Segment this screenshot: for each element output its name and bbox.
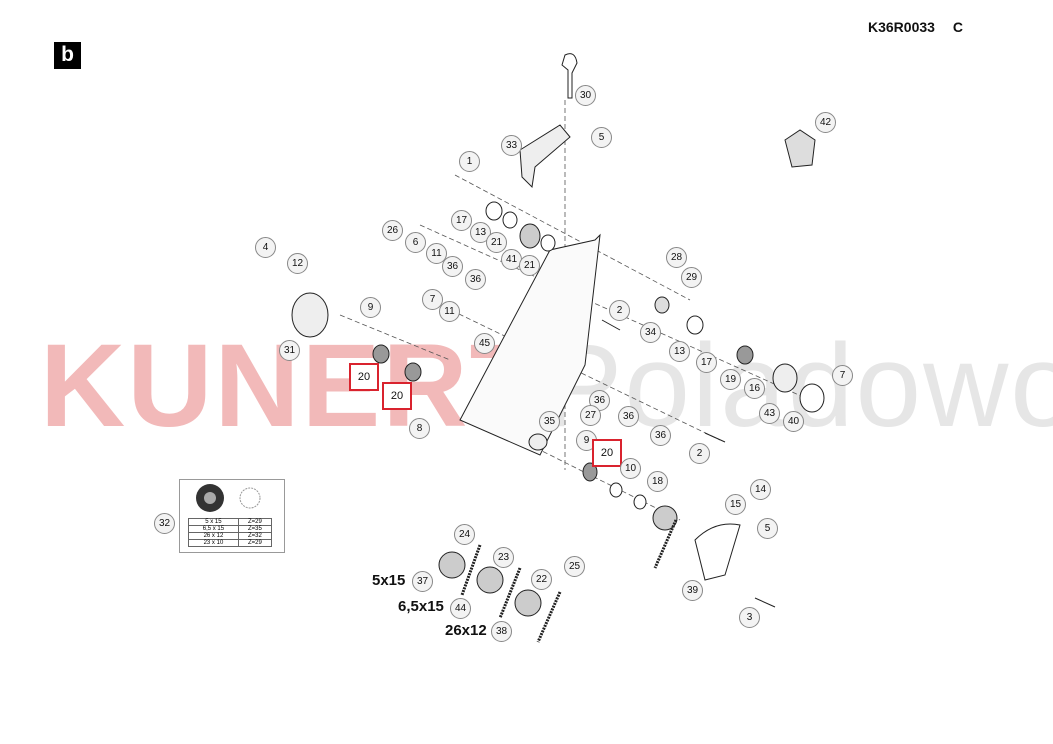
part-callout: 42 bbox=[815, 112, 836, 133]
part-callout: 36 bbox=[442, 256, 463, 277]
part-callout: 37 bbox=[412, 571, 433, 592]
part-callout: 7 bbox=[832, 365, 853, 386]
part-callout: 18 bbox=[647, 471, 668, 492]
part-callout: 22 bbox=[531, 569, 552, 590]
part-callout: 21 bbox=[486, 232, 507, 253]
part-callout: 7 bbox=[422, 289, 443, 310]
table-cell: Z=29 bbox=[237, 518, 273, 526]
highlighted-part-callout: 20 bbox=[349, 363, 379, 391]
part-callout: 32 bbox=[154, 513, 175, 534]
part-callout: 17 bbox=[451, 210, 472, 231]
part-callout: 34 bbox=[640, 322, 661, 343]
part-callout: 5 bbox=[757, 518, 778, 539]
part-callout: 11 bbox=[426, 243, 447, 264]
part-callout: 2 bbox=[689, 443, 710, 464]
part-callout: 17 bbox=[696, 352, 717, 373]
part-callout: 14 bbox=[750, 479, 771, 500]
part-callout: 27 bbox=[580, 405, 601, 426]
part-callout: 3 bbox=[739, 607, 760, 628]
part-callout: 29 bbox=[681, 267, 702, 288]
highlighted-part-callout: 20 bbox=[382, 382, 412, 410]
hub bbox=[291, 292, 329, 338]
parts bbox=[291, 53, 825, 643]
part-callout: 19 bbox=[720, 369, 741, 390]
part-callout: 38 bbox=[491, 621, 512, 642]
size-label: 26x12 bbox=[445, 622, 487, 639]
part-callout: 44 bbox=[450, 598, 471, 619]
part-callout: 11 bbox=[439, 301, 460, 322]
bracket-part bbox=[519, 124, 571, 189]
part-callout: 8 bbox=[409, 418, 430, 439]
part-callout: 31 bbox=[279, 340, 300, 361]
part-callout: 24 bbox=[454, 524, 475, 545]
part-callout: 39 bbox=[682, 580, 703, 601]
part-callout: 26 bbox=[382, 220, 403, 241]
sprocket-illustration bbox=[196, 484, 261, 512]
highlighted-part-callout: 20 bbox=[592, 439, 622, 467]
lever-part bbox=[561, 53, 578, 99]
part-callout: 10 bbox=[620, 458, 641, 479]
table-cell: 23 x 10 bbox=[188, 539, 239, 547]
table-cell: 26 x 12 bbox=[188, 532, 239, 540]
table-cell: Z=35 bbox=[237, 525, 273, 533]
part-callout: 21 bbox=[519, 255, 540, 276]
part-callout: 36 bbox=[618, 406, 639, 427]
part-callout: 45 bbox=[474, 333, 495, 354]
part-callout: 33 bbox=[501, 135, 522, 156]
table-cell: Z=32 bbox=[237, 532, 273, 540]
part-callout: 43 bbox=[759, 403, 780, 424]
document-code: K36R0033 C bbox=[868, 19, 963, 35]
size-label: 5x15 bbox=[372, 572, 406, 589]
section-badge: b bbox=[54, 42, 81, 69]
part-callout: 23 bbox=[493, 547, 514, 568]
part-callout: 36 bbox=[465, 269, 486, 290]
bearing-housing bbox=[784, 129, 816, 168]
part-callout: 36 bbox=[650, 425, 671, 446]
part-callout: 1 bbox=[459, 151, 480, 172]
size-label: 6,5x15 bbox=[398, 598, 444, 615]
part-callout: 25 bbox=[564, 556, 585, 577]
part-callout: 15 bbox=[725, 494, 746, 515]
table-cell: Z=29 bbox=[237, 539, 273, 547]
part-callout: 40 bbox=[783, 411, 804, 432]
table-cell: 5 x 15 bbox=[188, 518, 239, 526]
part-callout: 12 bbox=[287, 253, 308, 274]
part-callout: 16 bbox=[744, 378, 765, 399]
part-callout: 13 bbox=[669, 341, 690, 362]
part-callout: 2 bbox=[609, 300, 630, 321]
part-callout: 4 bbox=[255, 237, 276, 258]
part-callout: 5 bbox=[591, 127, 612, 148]
part-callout: 28 bbox=[666, 247, 687, 268]
part-callout: 35 bbox=[539, 411, 560, 432]
part-callout: 6 bbox=[405, 232, 426, 253]
part-callout: 9 bbox=[360, 297, 381, 318]
table-cell: 6,5 x 15 bbox=[188, 525, 239, 533]
part-callout: 30 bbox=[575, 85, 596, 106]
chain-cover bbox=[694, 523, 741, 581]
